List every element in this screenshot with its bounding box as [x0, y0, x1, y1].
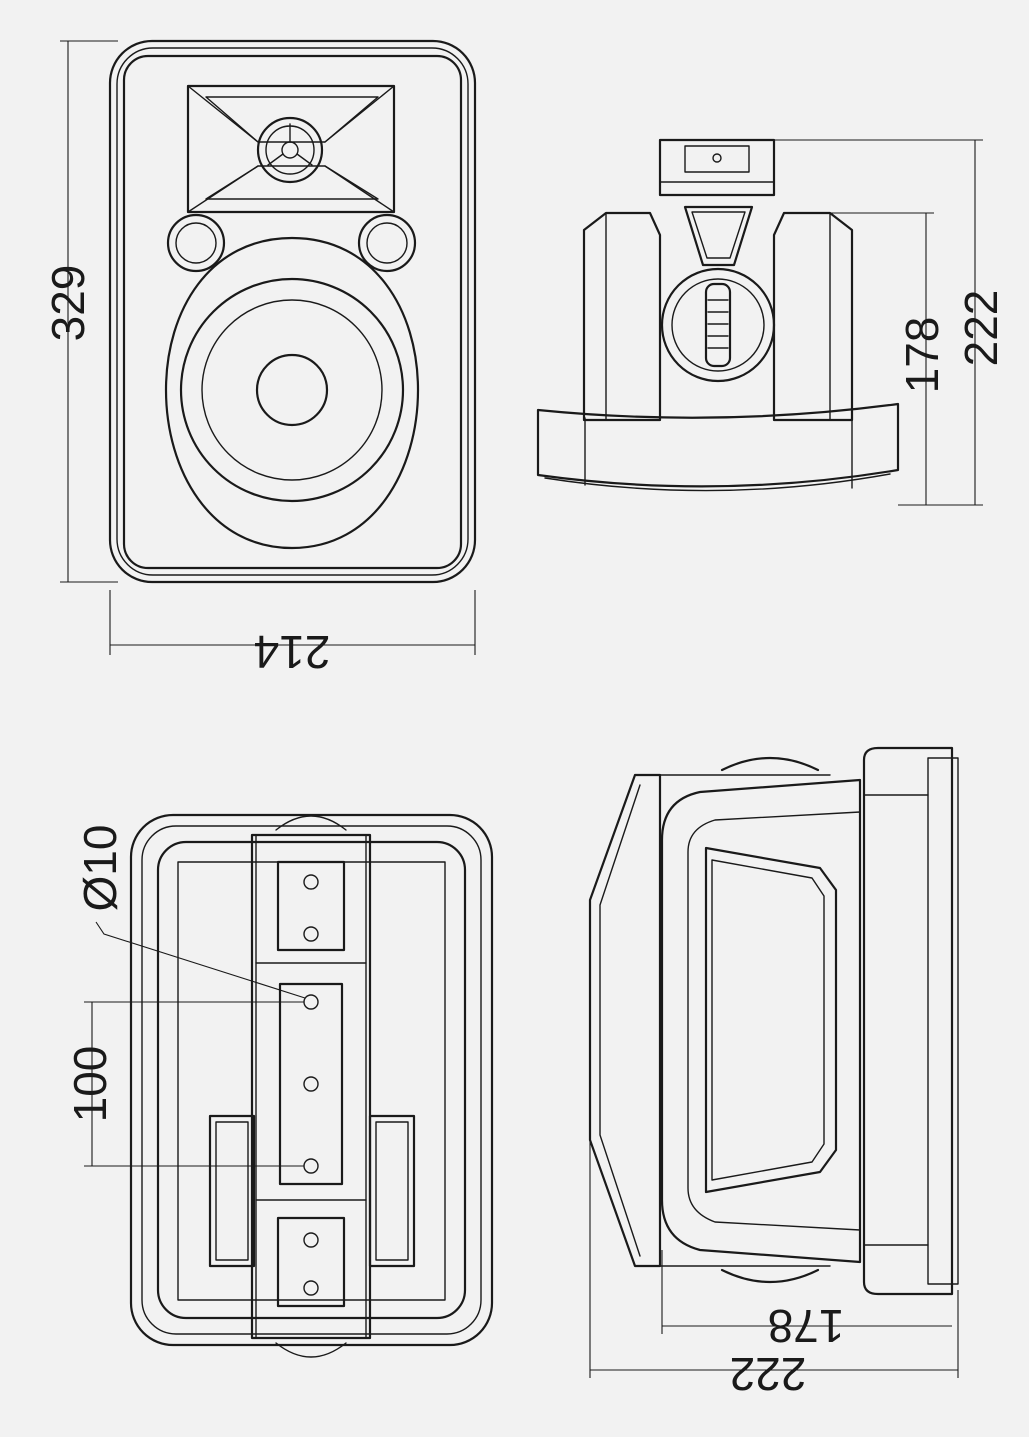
hole-spacing-label: 100	[64, 1046, 116, 1123]
bottom-hinge-top	[720, 756, 820, 772]
bass-port-left	[166, 213, 226, 273]
mounting-rail	[250, 833, 372, 1340]
back-view	[129, 813, 494, 1358]
front-frame-bevel	[116, 47, 469, 576]
mount-plate-top	[276, 860, 346, 952]
front-height-label: 329	[42, 265, 94, 342]
dimension-labels: 329 214 178 222 178 222 Ø10 100	[42, 265, 1007, 1400]
side-outer-depth-label: 222	[955, 290, 1007, 367]
front-grille-panel	[122, 54, 463, 570]
mount-plate-bottom	[276, 1216, 346, 1308]
hole-diameter-label: Ø10	[74, 825, 126, 912]
rail-top-clip	[275, 815, 347, 831]
speaker-side-left	[582, 211, 662, 422]
mount-plate-middle	[278, 982, 344, 1186]
bottom-outer-depth-label: 222	[730, 1348, 807, 1400]
bottom-view	[588, 746, 959, 1296]
dimension-lines	[60, 40, 983, 1378]
speaker-front-baffle-side	[536, 402, 900, 488]
tweeter-horn	[186, 84, 396, 214]
back-outer-frame	[129, 813, 494, 1347]
bottom-cabinet	[660, 778, 862, 1264]
side-view	[536, 138, 900, 492]
tweeter-dome	[281, 141, 299, 159]
bottom-hinge-bottom	[720, 1268, 820, 1284]
bottom-inner-depth-label: 178	[768, 1300, 845, 1352]
mount-hole-lower	[303, 1158, 319, 1174]
bottom-front-baffle	[862, 746, 954, 1296]
mount-hole-upper	[303, 994, 319, 1010]
speaker-side-right	[772, 211, 854, 422]
side-inner-depth-label: 178	[896, 317, 948, 394]
woofer-surround	[164, 236, 420, 550]
side-tab-right	[368, 1114, 416, 1268]
wall-bracket-plate	[658, 138, 776, 197]
swivel-knob	[660, 267, 776, 383]
woofer-dust-cap	[255, 353, 329, 427]
bass-port-right	[357, 213, 417, 273]
knob-grip	[704, 282, 732, 368]
bracket-slot	[684, 145, 750, 173]
front-view	[108, 39, 477, 584]
rail-bottom-clip	[275, 1342, 347, 1358]
woofer-cone	[179, 277, 405, 503]
side-tab-left	[208, 1114, 256, 1268]
front-outer-frame	[108, 39, 477, 584]
front-width-label: 214	[254, 626, 331, 678]
tweeter-ring	[256, 116, 324, 184]
bottom-port-opening	[704, 846, 838, 1194]
back-panel	[156, 840, 467, 1320]
bracket-arm	[683, 205, 754, 267]
